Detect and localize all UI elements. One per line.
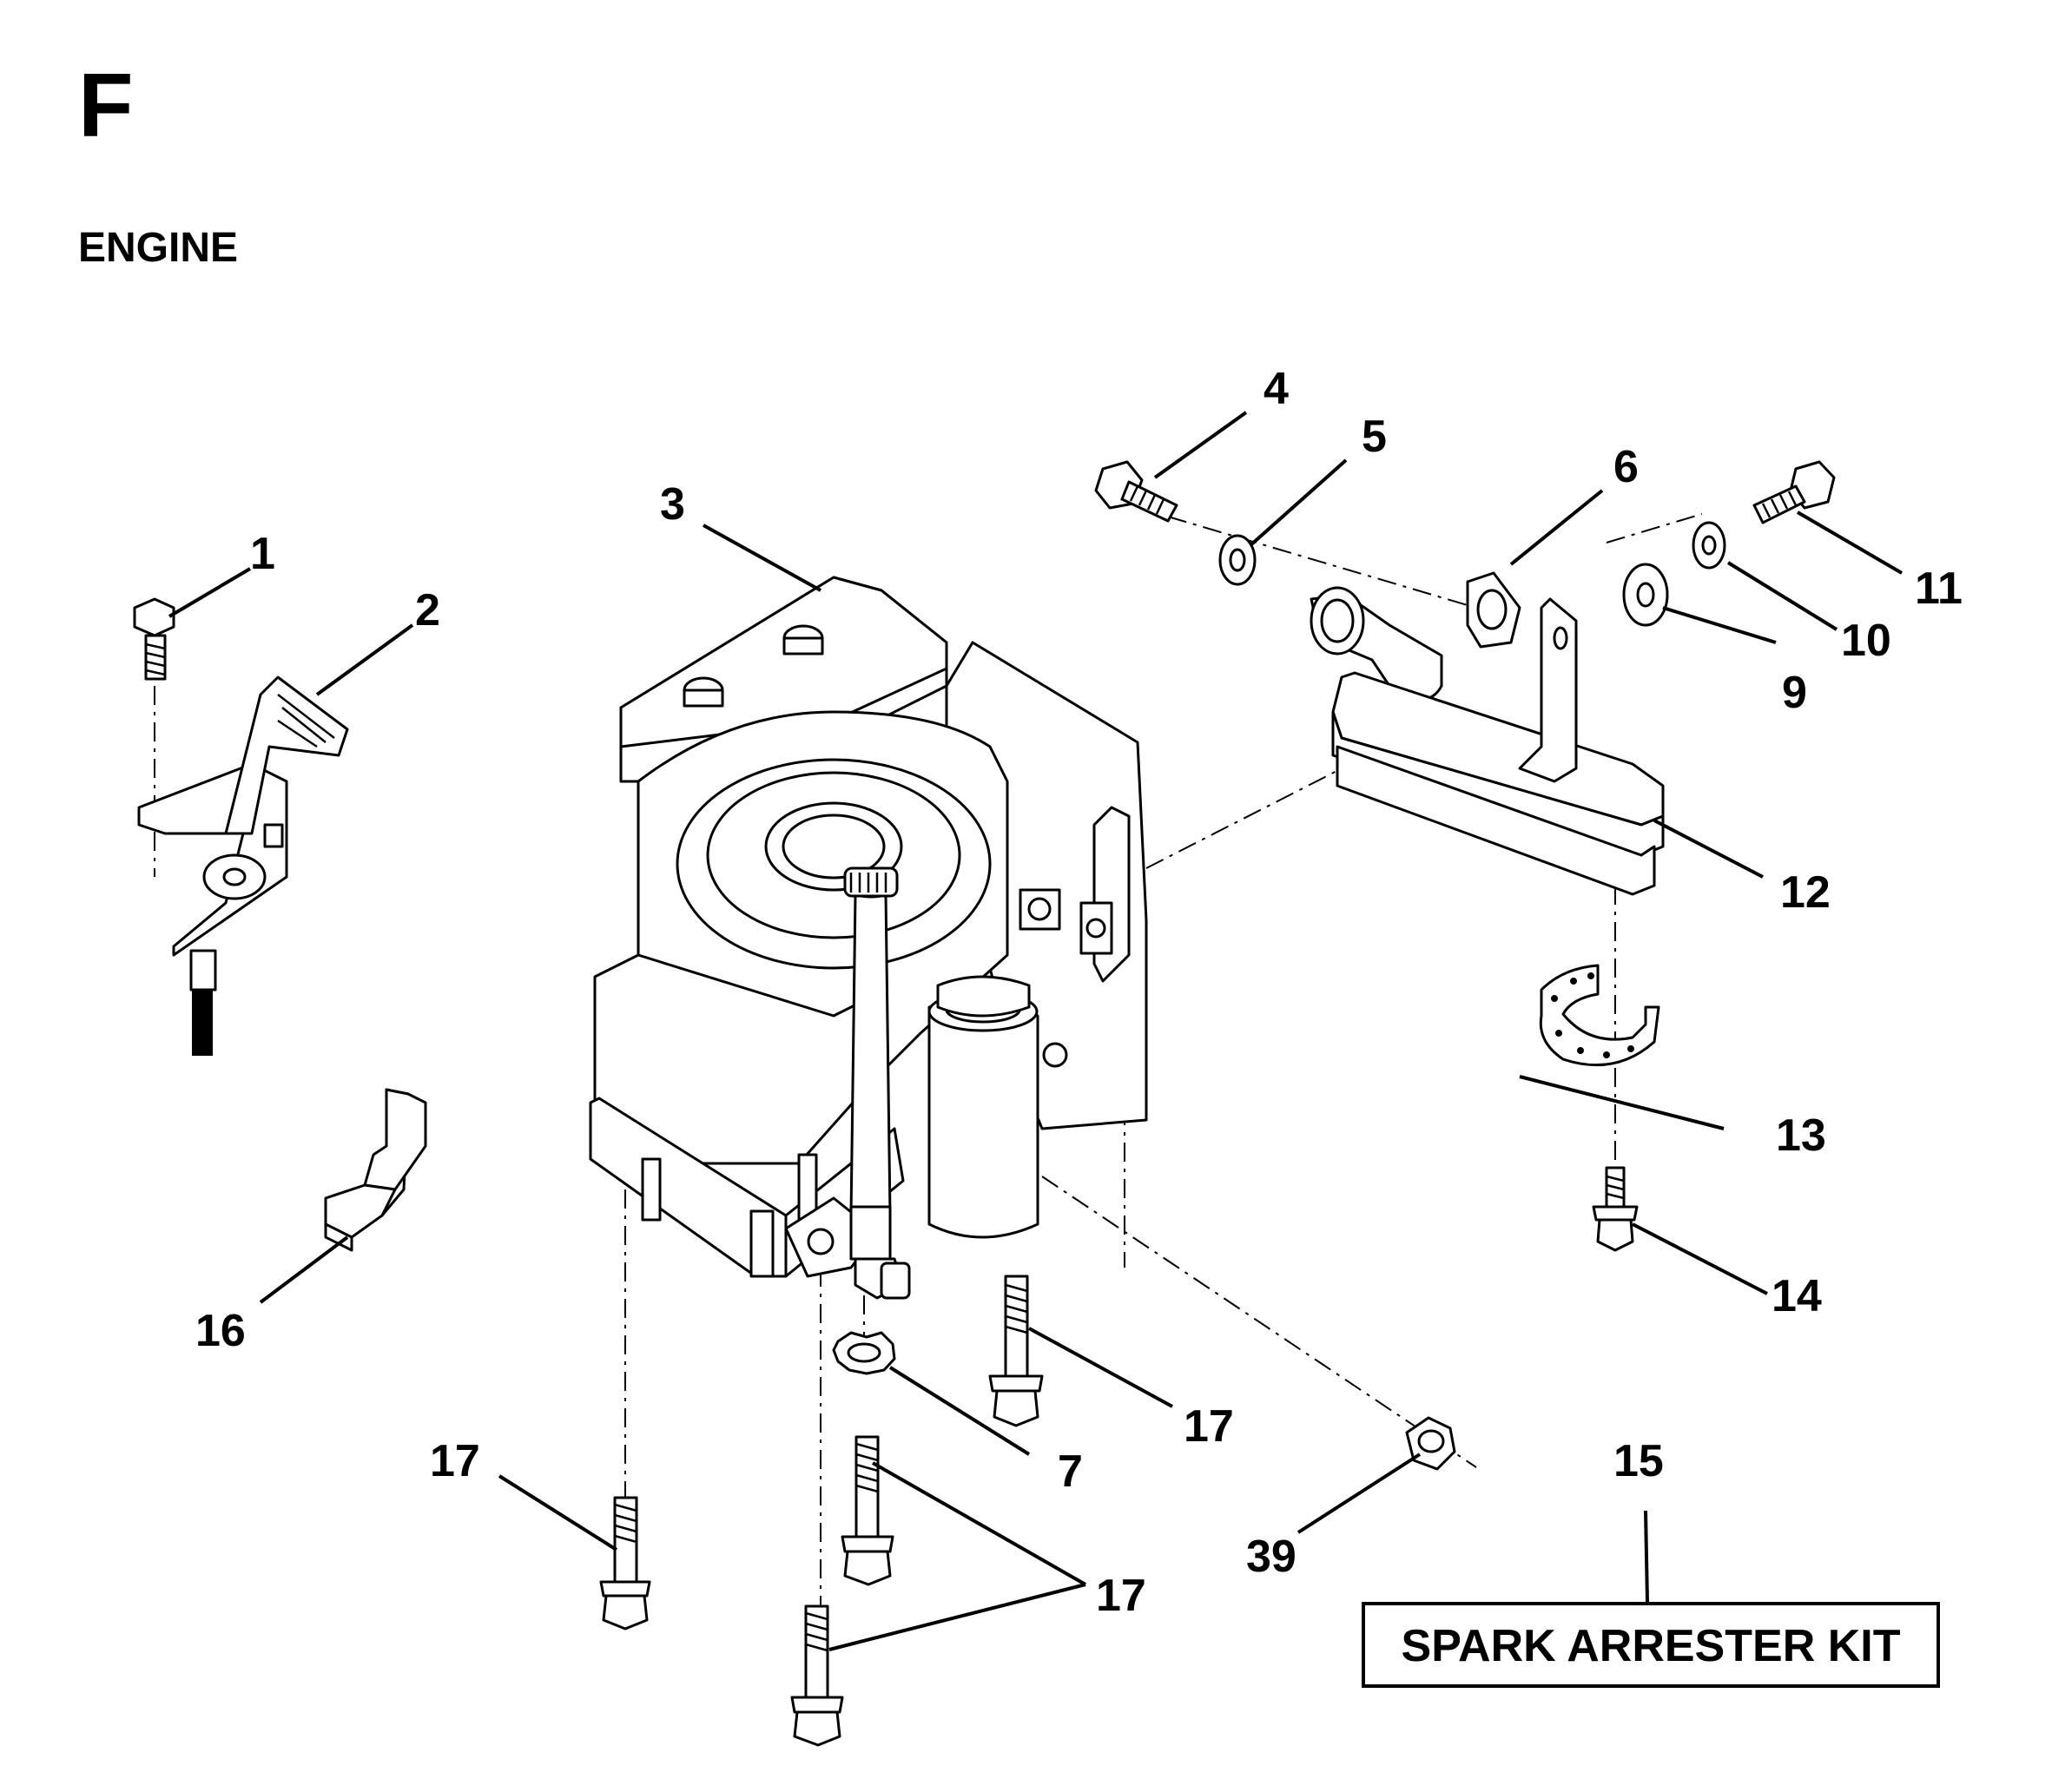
part-12-muffler — [1310, 586, 1665, 896]
callout-17-b: 17 — [430, 1436, 480, 1486]
callout-5: 5 — [1362, 412, 1387, 462]
callout-11: 11 — [1915, 563, 1963, 614]
callout-6: 6 — [1613, 442, 1639, 492]
callout-12: 12 — [1780, 867, 1831, 918]
callout-17-a: 17 — [1184, 1401, 1234, 1452]
part-3-engine — [589, 576, 1148, 1300]
callout-15: 15 — [1613, 1436, 1664, 1486]
part-11-bolt — [1752, 460, 1836, 524]
callout-3: 3 — [660, 479, 685, 530]
part-16-bracket — [324, 1088, 427, 1252]
part-10-lock-washer — [1692, 521, 1726, 570]
callout-9: 9 — [1782, 668, 1807, 718]
section-letter: F — [78, 56, 134, 156]
part-9-washer — [1622, 563, 1669, 627]
callout-14: 14 — [1772, 1271, 1822, 1321]
part-13-spark-arrester-screen — [1539, 964, 1660, 1067]
part-4-bolt — [1094, 460, 1178, 523]
part-1-bolt — [133, 597, 175, 681]
callout-10: 10 — [1841, 616, 1891, 666]
callout-4: 4 — [1264, 364, 1289, 414]
callout-17-c: 17 — [1096, 1571, 1146, 1621]
part-2-throttle-control — [137, 675, 349, 1056]
callout-7: 7 — [1058, 1446, 1083, 1497]
callout-13: 13 — [1776, 1110, 1826, 1161]
spark-arrester-kit-label: SPARK ARRESTER KIT — [1402, 1621, 1901, 1671]
spark-arrester-kit-box: SPARK ARRESTER KIT — [1362, 1602, 1940, 1688]
part-6-gasket — [1466, 571, 1521, 649]
part-17-bolts — [599, 1275, 1044, 1747]
callout-16: 16 — [195, 1306, 246, 1356]
part-14-screw — [1592, 1166, 1639, 1252]
part-7-star-washer — [832, 1331, 896, 1375]
callout-1: 1 — [250, 529, 275, 579]
leader-lines — [168, 411, 1904, 1651]
part-5-washer — [1218, 534, 1257, 586]
section-title: ENGINE — [78, 225, 239, 271]
callout-2: 2 — [415, 585, 440, 636]
callout-labels: 1 2 3 4 5 6 7 9 10 11 12 13 14 15 16 17 … — [195, 364, 1963, 1621]
callout-39: 39 — [1246, 1532, 1297, 1582]
